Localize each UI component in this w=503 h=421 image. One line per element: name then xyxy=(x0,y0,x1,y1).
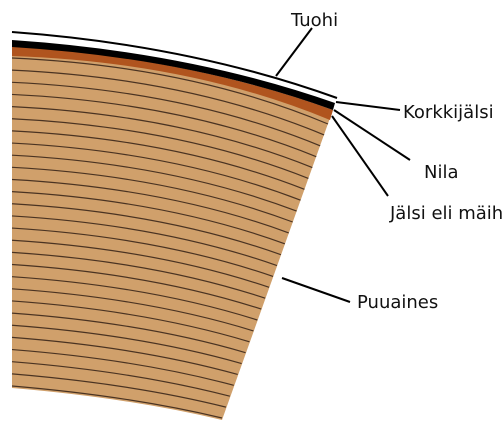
leader-puuaines xyxy=(282,278,350,302)
label-tuohi: Tuohi xyxy=(290,10,338,31)
label-jalsi: Jälsi eli mäihä xyxy=(389,203,503,224)
wood-wedge xyxy=(12,50,330,420)
leader-tuohi xyxy=(276,28,312,76)
leader-korkkijalsi xyxy=(336,102,400,110)
label-puuaines: Puuaines xyxy=(357,292,438,313)
label-korkkijalsi: Korkkijälsi xyxy=(403,102,494,123)
label-nila: Nila xyxy=(424,162,459,183)
